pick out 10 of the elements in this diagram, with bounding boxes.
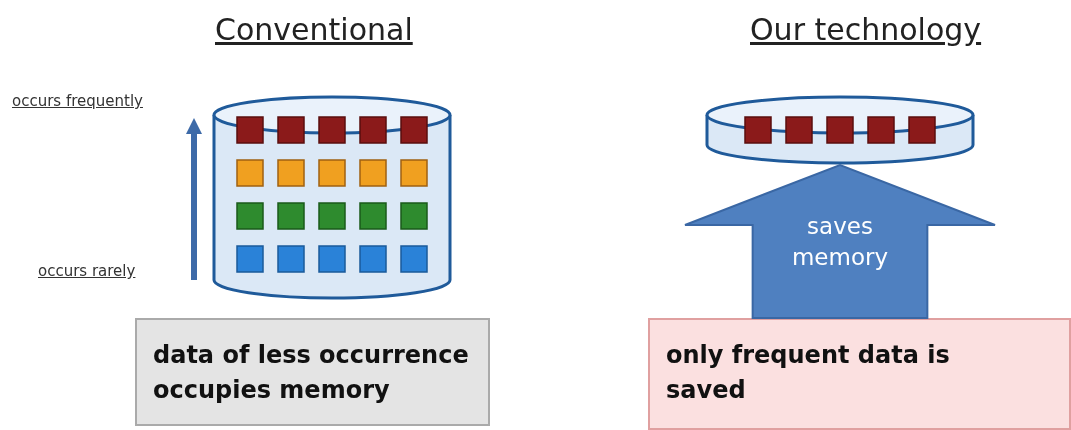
- note-box: data of less occurrence occupies memory: [135, 318, 490, 426]
- axis-caption: occurs frequently: [12, 92, 143, 110]
- note-box: only frequent data is saved: [648, 318, 1071, 430]
- database-cylinder-drawing: [212, 95, 452, 300]
- block-arrow: [684, 163, 996, 319]
- section-heading: Our technology: [750, 12, 982, 47]
- section-heading: Conventional: [215, 12, 413, 47]
- database-cylinder-drawing: [705, 95, 975, 165]
- axis-caption: occurs rarely: [38, 262, 136, 280]
- edge-label: saves memory: [790, 212, 890, 273]
